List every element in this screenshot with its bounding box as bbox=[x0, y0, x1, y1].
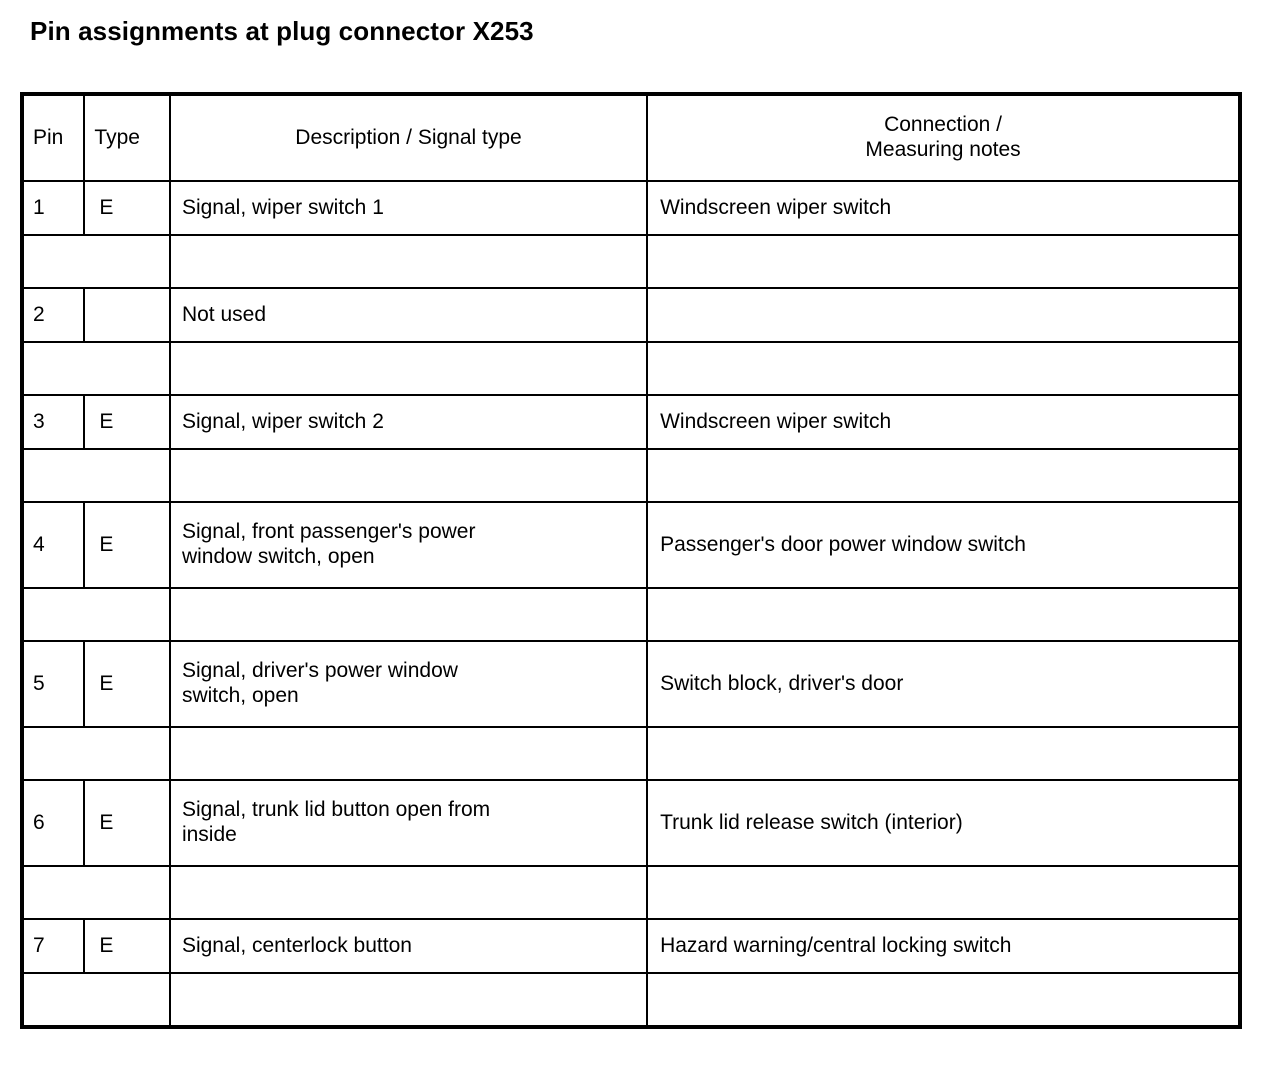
table-body: 1 E Signal, wiper switch 1 Windscreen wi… bbox=[20, 180, 1241, 1028]
table-row: 6 E Signal, trunk lid button open from i… bbox=[20, 779, 1241, 867]
cell-description: Signal, wiper switch 2 bbox=[168, 394, 649, 450]
cell-description: Signal, driver's power window switch, op… bbox=[168, 640, 649, 728]
cell-type bbox=[83, 287, 171, 343]
cell-description-line1: Signal, wiper switch 2 bbox=[181, 409, 384, 433]
cell-connection: Switch block, driver's door bbox=[646, 640, 1241, 728]
spacer-cell-description bbox=[168, 587, 649, 642]
spacer-cell-connection bbox=[646, 972, 1241, 1028]
spacer-row bbox=[21, 726, 1241, 781]
cell-connection-line1: Switch block, driver's door bbox=[660, 671, 904, 695]
spacer-cell-description bbox=[168, 972, 649, 1028]
cell-type: E bbox=[83, 394, 171, 450]
column-header-type: Type bbox=[83, 93, 171, 182]
spacer-cell-pin-type bbox=[21, 865, 171, 920]
cell-description-line2: window switch, open bbox=[181, 545, 375, 568]
spacer-row bbox=[21, 341, 1241, 396]
cell-description-line1: Signal, driver's power window bbox=[181, 659, 458, 683]
spacer-cell-pin-type bbox=[21, 587, 171, 642]
column-header-connection-line2: Measuring notes bbox=[865, 138, 1021, 161]
table-row: 7 E Signal, centerlock button Hazard war… bbox=[20, 918, 1241, 974]
spacer-cell-pin-type bbox=[21, 234, 171, 289]
cell-connection-line1: Hazard warning/central locking switch bbox=[660, 933, 1012, 957]
column-header-connection: Connection / Measuring notes bbox=[646, 93, 1241, 182]
spacer-cell-description bbox=[168, 865, 649, 920]
spacer-cell-connection bbox=[646, 726, 1241, 781]
column-header-description: Description / Signal type bbox=[168, 93, 649, 182]
cell-pin: 5 bbox=[20, 640, 86, 728]
cell-description: Signal, front passenger's power window s… bbox=[168, 501, 649, 589]
spacer-cell-pin-type bbox=[21, 341, 171, 396]
spacer-cell-connection bbox=[646, 587, 1241, 642]
spacer-cell-pin-type bbox=[21, 448, 171, 503]
spacer-cell-description bbox=[168, 448, 649, 503]
cell-connection-line1: Trunk lid release switch (interior) bbox=[660, 810, 963, 834]
cell-description-line1: Signal, centerlock button bbox=[181, 933, 412, 957]
cell-description: Signal, wiper switch 1 bbox=[168, 180, 649, 236]
cell-description: Not used bbox=[168, 287, 649, 343]
table-header: Pin Type Description / Signal type Conne… bbox=[20, 93, 1241, 182]
pin-assignment-table: Pin Type Description / Signal type Conne… bbox=[20, 92, 1242, 1029]
cell-description-line1: Signal, trunk lid button open from bbox=[181, 798, 491, 822]
cell-connection: Trunk lid release switch (interior) bbox=[646, 779, 1241, 867]
table-row: 3 E Signal, wiper switch 2 Windscreen wi… bbox=[20, 394, 1241, 450]
spacer-row bbox=[21, 234, 1241, 289]
cell-pin: 4 bbox=[20, 501, 86, 589]
cell-pin: 1 bbox=[20, 180, 86, 236]
spacer-cell-pin-type bbox=[21, 726, 171, 781]
spacer-row bbox=[21, 587, 1241, 642]
cell-connection: Passenger's door power window switch bbox=[646, 501, 1241, 589]
cell-connection: Windscreen wiper switch bbox=[646, 394, 1241, 450]
column-header-connection-line1: Connection / bbox=[884, 113, 1002, 137]
spacer-row bbox=[21, 865, 1241, 920]
table-row: 1 E Signal, wiper switch 1 Windscreen wi… bbox=[20, 180, 1241, 236]
cell-type: E bbox=[83, 779, 171, 867]
cell-connection: Hazard warning/central locking switch bbox=[646, 918, 1241, 974]
header-row: Pin Type Description / Signal type Conne… bbox=[20, 93, 1241, 182]
table-row: 2 Not used bbox=[20, 287, 1241, 343]
cell-pin: 3 bbox=[20, 394, 86, 450]
table-row: 4 E Signal, front passenger's power wind… bbox=[20, 501, 1241, 589]
cell-pin: 7 bbox=[20, 918, 86, 974]
cell-connection-line1: Passenger's door power window switch bbox=[660, 532, 1026, 556]
column-header-pin: Pin bbox=[20, 93, 86, 182]
spacer-row bbox=[21, 448, 1241, 503]
cell-connection bbox=[646, 287, 1241, 343]
cell-type: E bbox=[83, 501, 171, 589]
cell-type: E bbox=[83, 640, 171, 728]
spacer-cell-description bbox=[168, 341, 649, 396]
cell-type: E bbox=[83, 180, 171, 236]
cell-connection-line1: Windscreen wiper switch bbox=[660, 195, 892, 219]
cell-description: Signal, trunk lid button open from insid… bbox=[168, 779, 649, 867]
spacer-cell-description bbox=[168, 726, 649, 781]
spacer-cell-connection bbox=[646, 341, 1241, 396]
cell-description-line2: inside bbox=[181, 823, 237, 846]
cell-description-line1: Signal, front passenger's power bbox=[181, 520, 476, 544]
spacer-cell-connection bbox=[646, 865, 1241, 920]
spacer-cell-connection bbox=[646, 448, 1241, 503]
cell-description-line1: Not used bbox=[181, 302, 267, 326]
spacer-row bbox=[21, 972, 1241, 1028]
cell-connection-line1: Windscreen wiper switch bbox=[660, 409, 892, 433]
page-title: Pin assignments at plug connector X253 bbox=[30, 16, 534, 46]
cell-description-line1: Signal, wiper switch 1 bbox=[181, 195, 384, 219]
cell-description: Signal, centerlock button bbox=[168, 918, 649, 974]
cell-connection: Windscreen wiper switch bbox=[646, 180, 1241, 236]
cell-type: E bbox=[83, 918, 171, 974]
cell-description-line2: switch, open bbox=[181, 684, 299, 707]
table-row: 5 E Signal, driver's power window switch… bbox=[20, 640, 1241, 728]
cell-pin: 6 bbox=[20, 779, 86, 867]
spacer-cell-connection bbox=[646, 234, 1241, 289]
spacer-cell-pin-type bbox=[21, 972, 171, 1028]
spacer-cell-description bbox=[168, 234, 649, 289]
cell-pin: 2 bbox=[20, 287, 86, 343]
